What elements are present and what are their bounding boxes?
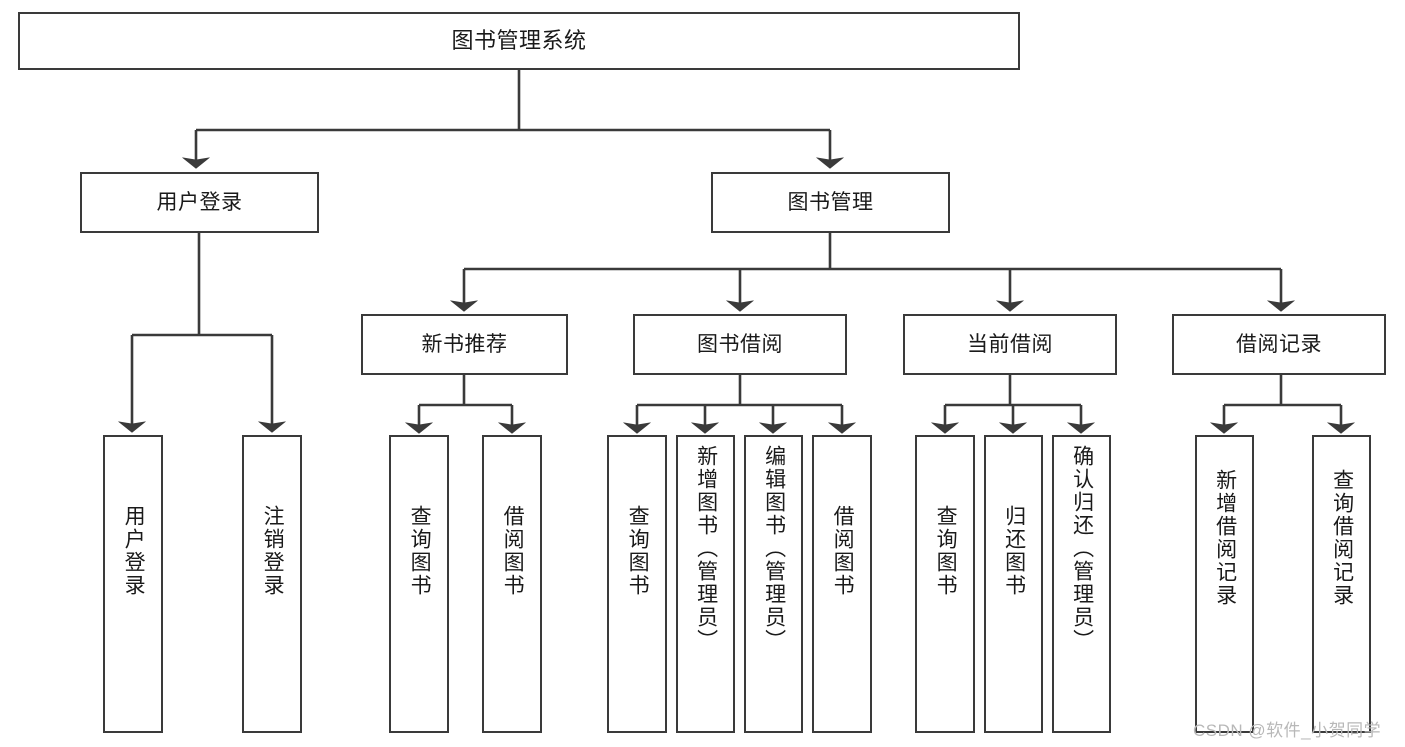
node-leaf-borrow-book-2[interactable]: 借阅图书: [812, 435, 872, 733]
node-label: 归还图书: [1002, 505, 1026, 597]
node-label: 借阅图书: [501, 505, 525, 597]
node-label: 确认归还（管理员）: [1070, 445, 1094, 652]
node-label: 用户登录: [122, 505, 146, 597]
node-label: 图书管理系统: [451, 27, 587, 53]
node-leaf-query-book-1[interactable]: 查询图书: [389, 435, 449, 733]
node-current-borrow[interactable]: 当前借阅: [903, 314, 1117, 375]
node-label: 查询图书: [626, 505, 650, 597]
node-label: 新增图书（管理员）: [694, 445, 718, 652]
node-borrow-record[interactable]: 借阅记录: [1172, 314, 1386, 375]
node-label: 当前借阅: [967, 332, 1053, 356]
node-leaf-query-book-3[interactable]: 查询图书: [915, 435, 975, 733]
node-label: 新增借阅记录: [1213, 469, 1237, 607]
node-leaf-confirm-return[interactable]: 确认归还（管理员）: [1052, 435, 1111, 733]
node-leaf-add-record[interactable]: 新增借阅记录: [1195, 435, 1254, 733]
node-leaf-edit-book[interactable]: 编辑图书（管理员）: [744, 435, 803, 733]
node-leaf-add-book[interactable]: 新增图书（管理员）: [676, 435, 735, 733]
node-book-borrow[interactable]: 图书借阅: [633, 314, 847, 375]
watermark: CSDN @软件_小贺同学: [1193, 721, 1382, 740]
node-leaf-return-book[interactable]: 归还图书: [984, 435, 1043, 733]
node-label: 注销登录: [261, 505, 285, 597]
node-new-book-recommend[interactable]: 新书推荐: [361, 314, 568, 375]
node-label: 用户登录: [156, 190, 243, 214]
node-leaf-logout[interactable]: 注销登录: [242, 435, 302, 733]
node-label: 新书推荐: [421, 332, 508, 356]
node-book-management[interactable]: 图书管理: [711, 172, 950, 233]
node-root-book-management-system[interactable]: 图书管理系统: [18, 12, 1020, 70]
node-leaf-borrow-book-1[interactable]: 借阅图书: [482, 435, 542, 733]
node-label: 编辑图书（管理员）: [762, 445, 786, 652]
node-label: 借阅图书: [831, 505, 855, 597]
node-label: 图书借阅: [697, 332, 783, 356]
node-leaf-user-login[interactable]: 用户登录: [103, 435, 163, 733]
node-label: 借阅记录: [1236, 332, 1322, 356]
node-user-login[interactable]: 用户登录: [80, 172, 319, 233]
node-label: 查询图书: [934, 505, 958, 597]
node-label: 查询借阅记录: [1330, 469, 1354, 607]
node-leaf-query-record[interactable]: 查询借阅记录: [1312, 435, 1371, 733]
node-leaf-query-book-2[interactable]: 查询图书: [607, 435, 667, 733]
node-label: 图书管理: [787, 190, 874, 214]
node-label: 查询图书: [408, 505, 432, 597]
